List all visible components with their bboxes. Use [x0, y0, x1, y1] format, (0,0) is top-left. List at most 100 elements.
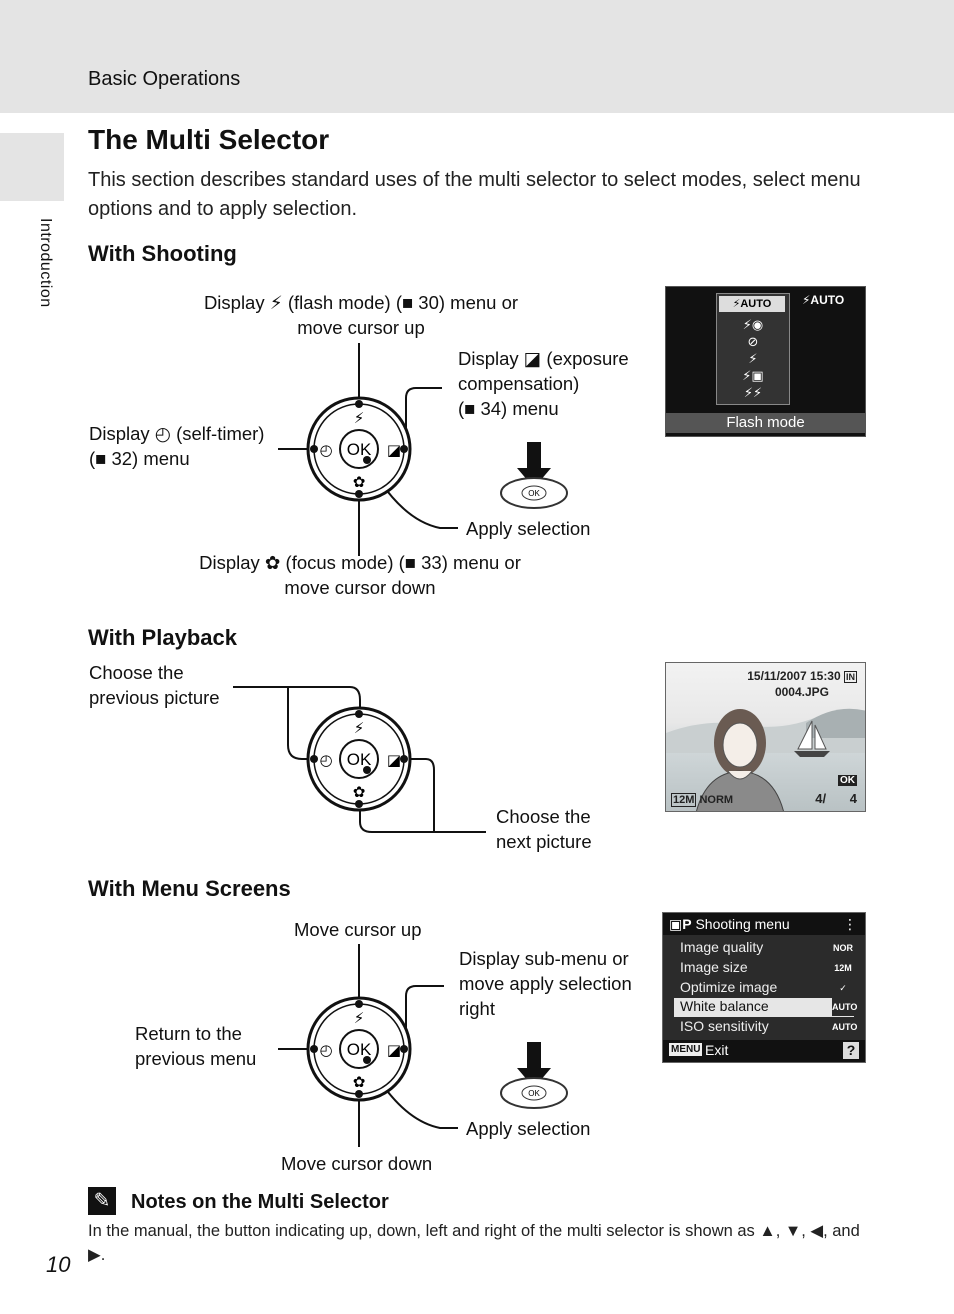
shooting-menu-item[interactable]: Optimize image ✓: [674, 978, 854, 998]
heading-with-shooting: With Shooting: [88, 241, 237, 266]
shooting-up-label: Display ⚡ (flash mode) (■ 30) menu or mo…: [190, 290, 532, 340]
playback-next-line-a: [359, 806, 486, 833]
shooting-dial-right-icon: ◪: [387, 441, 401, 459]
help-icon: ?: [843, 1042, 859, 1059]
playback-prev-line1: Choose the: [89, 662, 184, 683]
shooting-dial-ok: OK: [347, 440, 372, 459]
shooting-right-line1: Display ◪ (exposure: [458, 348, 629, 369]
shooting-menu-item[interactable]: Image size 12M: [674, 958, 854, 978]
shooting-menu-titlebar: ▣P Shooting menu ⋮: [663, 913, 865, 935]
notes-pencil-icon: ✎: [88, 1187, 116, 1215]
shooting-left-line2: (■ 32) menu: [89, 448, 190, 469]
shooting-menu-item-label: White balance: [680, 998, 769, 1015]
flash-menu-list: ⚡AUTO ⚡◉⊘⚡⚡▣⚡⚡: [716, 293, 790, 405]
menu-down-label: Move cursor down: [281, 1153, 433, 1174]
side-tab-label: Introduction: [37, 218, 54, 308]
playback-dial-right-icon: ◪: [387, 751, 401, 769]
flash-menu-icons: ⚡◉⊘⚡⚡▣⚡⚡: [742, 317, 764, 400]
image-quality-badge: NORM: [699, 794, 734, 806]
page-title: The Multi Selector: [88, 124, 330, 155]
menu-up-label: Move cursor up: [294, 919, 422, 940]
playback-next-line2: next picture: [496, 831, 592, 852]
shooting-multi-selector-dial: OK⚡✿◴◪: [306, 396, 412, 502]
menu-dial-down-icon: ✿: [353, 1073, 366, 1091]
shooting-menu-item[interactable]: ISO sensitivity AUTO: [674, 1018, 857, 1037]
menu-dial-up-icon: ⚡: [354, 1009, 365, 1027]
page-number: 10: [46, 1252, 71, 1277]
menu-exit-label: Exit: [705, 1042, 729, 1058]
shooting-dial-left-icon: ◴: [319, 441, 332, 459]
side-tab-marker: [0, 133, 64, 201]
section-title: Basic Operations: [88, 68, 241, 90]
shooting-left-label: Display ◴ (self-timer) (■ 32) menu: [89, 421, 264, 471]
shooting-menu-footer: MENU Exit ?: [663, 1040, 865, 1062]
shooting-menu-item-value: 12M: [832, 958, 854, 977]
image-size-badge: 12M: [671, 793, 697, 807]
playback-prev-line-b: [287, 687, 314, 760]
playback-multi-selector-dial: OK⚡✿◴◪: [306, 706, 412, 812]
shooting-left-line1: Display ◴ (self-timer): [89, 423, 265, 444]
svg-text:OK: OK: [528, 489, 540, 498]
shooting-menu-item-value: AUTO: [832, 998, 857, 1017]
shooting-down-line2: move cursor down: [284, 577, 436, 598]
playback-prev-label: Choose the previous picture: [89, 660, 220, 710]
menu-left-line1: Return to the: [135, 1023, 242, 1044]
shooting-right-label: Display ◪ (exposure compensation) (■ 34)…: [458, 346, 629, 421]
playback-photo-screen: 15/11/2007 15:30 IN 0004.JPG 12M NORM 4/…: [665, 662, 866, 812]
playback-prev-line2: previous picture: [89, 687, 220, 708]
flash-mode-caption: Flash mode: [666, 413, 865, 433]
shooting-menu-title: Shooting menu: [695, 916, 790, 932]
shooting-down-label: Display ✿ (focus mode) (■ 33) menu or mo…: [184, 550, 536, 600]
shooting-menu-item-label: ISO sensitivity: [680, 1018, 769, 1035]
playback-counter-total: 4: [849, 791, 857, 806]
playback-info: 15/11/2007 15:30 IN 0004.JPG: [747, 669, 857, 700]
menu-key-icon: MENU: [669, 1043, 703, 1056]
voice-memo-icon: OK: [838, 775, 857, 786]
shooting-right-line: [405, 387, 442, 449]
playback-dial-up-icon: ⚡: [354, 719, 365, 737]
playback-dial-ok: OK: [347, 750, 372, 769]
menu-multi-selector-dial: OK ⚡ ✿ ◴ ◪: [306, 996, 412, 1102]
shooting-menu-item-value: ✓: [832, 978, 854, 997]
playback-next-line1: Choose the: [496, 806, 591, 827]
shooting-right-line2: compensation): [458, 373, 580, 394]
camera-mode-icon: ▣P: [669, 916, 692, 932]
shooting-apply-label: Apply selection: [466, 518, 591, 539]
menu-dial-right-icon: ◪: [387, 1041, 401, 1059]
menu-dial-ok: OK: [347, 1040, 372, 1059]
shooting-menu-item-label: Image quality: [680, 939, 764, 955]
playback-next-line-b: [406, 758, 435, 832]
playback-photo-illustration: [666, 708, 865, 811]
playback-image-mode: 12M NORM: [671, 793, 734, 807]
playback-dial-down-icon: ✿: [353, 783, 366, 801]
menu-apply-label: Apply selection: [466, 1118, 591, 1139]
shooting-right-line3: (■ 34) menu: [458, 398, 559, 419]
flash-current-mode: ⚡AUTO: [802, 293, 845, 307]
menu-right-label: Display sub-menu or move apply selection…: [459, 946, 632, 1021]
intro-paragraph: This section describes standard uses of …: [88, 169, 861, 220]
menu-left-line2: previous menu: [135, 1048, 257, 1069]
menu-right-line: [405, 985, 444, 1049]
playback-prev-line-a: [233, 686, 361, 712]
svg-text:OK: OK: [528, 1089, 540, 1098]
menu-right-line3: right: [459, 998, 495, 1019]
playback-datetime: 15/11/2007 15:30: [747, 669, 841, 683]
menu-dial-left-icon: ◴: [319, 1041, 332, 1059]
shooting-menu-item-label: Optimize image: [680, 978, 778, 995]
page-header-band: [0, 0, 954, 113]
shooting-menu-item[interactable]: White balance AUTO: [674, 998, 857, 1018]
internal-memory-icon: IN: [844, 671, 857, 683]
shooting-dial-up-icon: ⚡: [354, 409, 365, 427]
heading-with-menu-screens: With Menu Screens: [88, 876, 291, 901]
notes-text: In the manual, the button indicating up,…: [88, 1222, 860, 1264]
playback-counter-current: 4/: [815, 791, 827, 806]
shooting-menu-item-value: AUTO: [832, 1018, 857, 1037]
menu-left-label: Return to the previous menu: [135, 1021, 256, 1071]
menu-press-indicator: OK: [500, 1042, 568, 1109]
shooting-menu-item-label: Image size: [680, 958, 748, 975]
flash-menu-selected: ⚡AUTO: [719, 296, 785, 312]
menu-right-line2: move apply selection: [459, 973, 632, 994]
notes-heading: Notes on the Multi Selector: [131, 1191, 389, 1213]
